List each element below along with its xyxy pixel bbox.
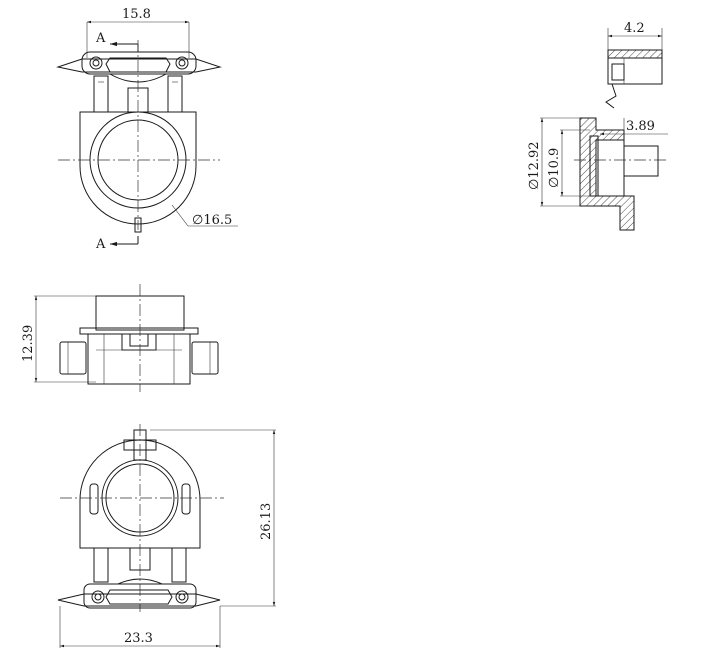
dim-overall-height: 26.13 [259,503,274,540]
bottom-view: 26.13 23.3 [57,424,276,648]
dim-ring-diameter: ∅16.5 [192,213,232,228]
dim-outer-diameter: ∅12.92 [527,141,542,190]
top-view: 15.8 A ∅16.5 A [56,7,238,252]
dim-overall-width: 23.3 [124,631,153,646]
section-label-top: A [95,31,106,46]
section-view: 4.2 3.89 ∅12.92 ∅10.9 [527,21,668,231]
front-view: 12.39 [21,284,219,392]
section-label-bottom: A [95,237,106,252]
dim-inner-diameter: ∅10.9 [547,148,562,188]
dim-height: 12.39 [21,325,36,362]
dim-side-depth: 4.2 [624,21,645,36]
dim-top-width: 15.8 [122,7,151,22]
dim-side-step: 3.89 [626,119,655,134]
